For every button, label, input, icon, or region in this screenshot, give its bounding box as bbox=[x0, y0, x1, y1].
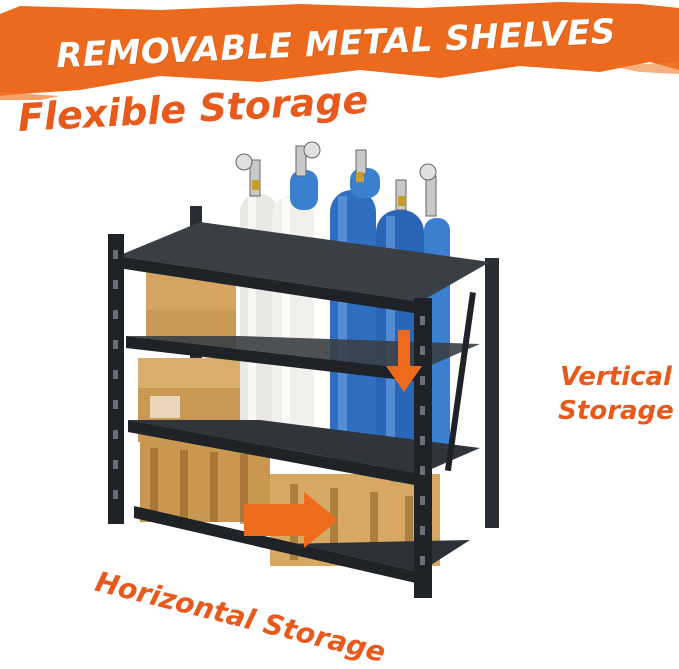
title-banner bbox=[0, 2, 679, 100]
front-posts bbox=[108, 234, 476, 598]
vertical-label-line1: Vertical bbox=[560, 362, 672, 392]
product-image-metal-shelf bbox=[108, 141, 499, 598]
vertical-label-line2: Storage bbox=[558, 396, 674, 426]
arrow-right-icon bbox=[244, 492, 338, 548]
arrow-down-icon bbox=[386, 330, 422, 392]
shelf-decks bbox=[118, 222, 490, 584]
vertical-storage-label: Vertical Storage bbox=[556, 360, 676, 428]
